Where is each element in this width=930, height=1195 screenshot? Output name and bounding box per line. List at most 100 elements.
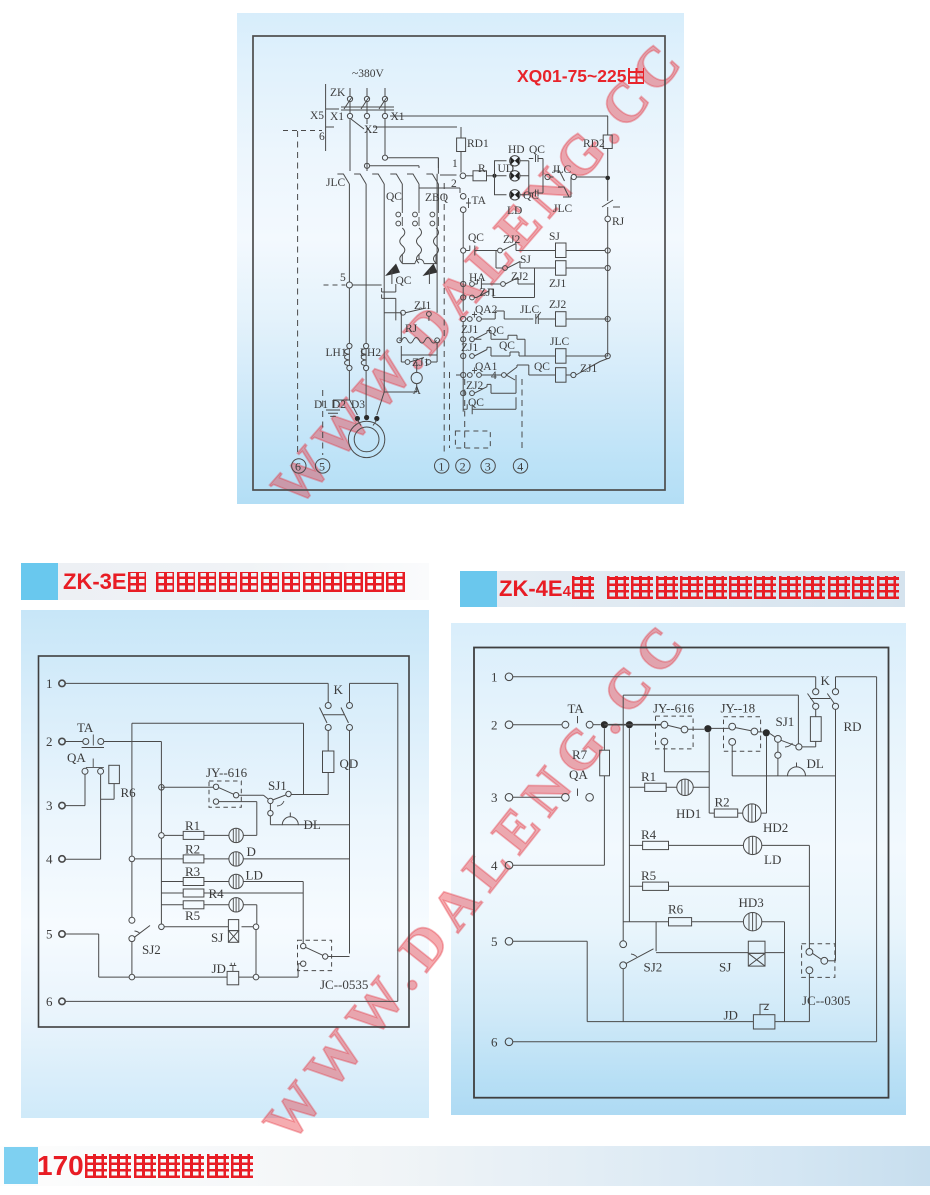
svg-text:TA: TA xyxy=(472,195,487,207)
svg-text:4: 4 xyxy=(491,858,498,873)
svg-text:DL: DL xyxy=(807,756,824,771)
svg-text:ZJ2: ZJ2 xyxy=(511,271,529,283)
svg-text:HD2: HD2 xyxy=(763,820,788,835)
svg-text:4: 4 xyxy=(491,370,497,382)
svg-text:ZBQ: ZBQ xyxy=(425,192,449,204)
svg-text:5: 5 xyxy=(319,460,325,474)
svg-text:RJ: RJ xyxy=(612,216,625,228)
svg-text:QD: QD xyxy=(340,756,359,771)
svg-text:6: 6 xyxy=(46,994,53,1009)
svg-text:X1: X1 xyxy=(391,111,405,123)
svg-text:SJ2: SJ2 xyxy=(142,942,161,957)
svg-text:1: 1 xyxy=(452,158,458,170)
svg-text:D1: D1 xyxy=(314,399,328,411)
svg-text:3: 3 xyxy=(491,790,498,805)
svg-text:5: 5 xyxy=(46,927,53,942)
svg-text:A: A xyxy=(413,385,422,397)
svg-text:HD: HD xyxy=(508,144,525,156)
svg-text:QC: QC xyxy=(534,361,550,373)
svg-text:SJ2: SJ2 xyxy=(644,960,663,975)
svg-text:R4: R4 xyxy=(641,827,657,842)
svg-text:X5: X5 xyxy=(310,110,324,122)
svg-text:RD: RD xyxy=(844,719,862,734)
svg-text:LH2: LH2 xyxy=(360,347,381,359)
svg-text:QC: QC xyxy=(468,232,484,244)
svg-text:HA: HA xyxy=(469,272,486,284)
svg-text:R: R xyxy=(478,163,486,175)
svg-text:ZJ1: ZJ1 xyxy=(461,342,479,354)
svg-text:SJ1: SJ1 xyxy=(776,714,795,729)
svg-text:4: 4 xyxy=(517,460,523,474)
svg-text:LH1: LH1 xyxy=(326,347,347,359)
svg-text:6: 6 xyxy=(491,1035,498,1050)
svg-text:QC: QC xyxy=(523,190,539,202)
svg-text:JC--0305: JC--0305 xyxy=(802,993,850,1008)
svg-text:5: 5 xyxy=(340,272,346,284)
svg-text:R6: R6 xyxy=(668,902,684,917)
svg-text:2: 2 xyxy=(460,460,466,474)
svg-text:ZJ1: ZJ1 xyxy=(580,363,598,375)
svg-text:LD: LD xyxy=(246,868,263,883)
svg-text:R6: R6 xyxy=(121,785,137,800)
svg-text:QC: QC xyxy=(529,144,545,156)
svg-text:3: 3 xyxy=(46,798,53,813)
svg-text:1: 1 xyxy=(438,460,444,474)
svg-text:2: 2 xyxy=(451,178,457,190)
svg-text:D: D xyxy=(247,844,256,859)
svg-text:QA1: QA1 xyxy=(475,361,498,373)
svg-text:JY--616: JY--616 xyxy=(653,701,695,716)
svg-text:QA2: QA2 xyxy=(475,304,498,316)
svg-text:JY--18: JY--18 xyxy=(721,701,756,716)
svg-text:R2: R2 xyxy=(715,795,730,810)
svg-text:5: 5 xyxy=(491,934,498,949)
svg-text:ZJ2: ZJ2 xyxy=(549,299,567,311)
svg-text:JLC: JLC xyxy=(550,336,570,348)
svg-text:ZJ1: ZJ1 xyxy=(412,357,430,369)
svg-text:SJ: SJ xyxy=(520,254,531,266)
svg-text:SJ: SJ xyxy=(719,960,731,975)
svg-text:QC: QC xyxy=(386,191,402,203)
svg-text:ZJ1: ZJ1 xyxy=(549,278,567,290)
svg-text:R5: R5 xyxy=(185,908,200,923)
svg-text:QC: QC xyxy=(468,397,484,409)
svg-text:R5: R5 xyxy=(641,868,656,883)
svg-text:TA: TA xyxy=(568,701,585,716)
svg-text:ZJ2: ZJ2 xyxy=(466,380,484,392)
svg-text:R3: R3 xyxy=(185,864,200,879)
svg-text:ZJ2: ZJ2 xyxy=(503,234,521,246)
svg-text:HD1: HD1 xyxy=(676,806,701,821)
svg-text:QC: QC xyxy=(488,325,504,337)
svg-text:JLC: JLC xyxy=(326,177,346,189)
svg-text:JD: JD xyxy=(212,961,226,976)
svg-text:QC: QC xyxy=(396,275,412,287)
svg-text:LD: LD xyxy=(507,205,522,217)
svg-text:X1: X1 xyxy=(330,111,344,123)
svg-text:RD2: RD2 xyxy=(583,138,605,150)
svg-text:HD3: HD3 xyxy=(739,895,764,910)
svg-text:ZK: ZK xyxy=(330,87,346,99)
svg-text:K: K xyxy=(334,682,344,697)
svg-text:JLC: JLC xyxy=(553,203,573,215)
svg-text:JLC: JLC xyxy=(520,304,540,316)
svg-text:QA: QA xyxy=(67,750,86,765)
svg-text:UD: UD xyxy=(498,163,515,175)
svg-text:D2: D2 xyxy=(332,399,346,411)
svg-text:QA: QA xyxy=(569,767,588,782)
svg-text:SJ: SJ xyxy=(211,930,223,945)
svg-text:4: 4 xyxy=(46,852,53,867)
svg-text:JY--616: JY--616 xyxy=(206,765,248,780)
svg-text:LD: LD xyxy=(764,852,781,867)
svg-text:R1: R1 xyxy=(185,818,200,833)
svg-text:R1: R1 xyxy=(641,769,656,784)
svg-text:ZJ1: ZJ1 xyxy=(461,324,479,336)
svg-text:TA: TA xyxy=(77,720,94,735)
svg-text:SJ1: SJ1 xyxy=(268,778,287,793)
svg-text:QC: QC xyxy=(499,340,515,352)
svg-text:1: 1 xyxy=(491,670,498,685)
svg-text:2: 2 xyxy=(46,734,53,749)
svg-text:RD1: RD1 xyxy=(467,138,489,150)
svg-text:R2: R2 xyxy=(185,842,200,857)
svg-text:1: 1 xyxy=(46,676,53,691)
svg-text:K: K xyxy=(821,673,831,688)
svg-text:2: 2 xyxy=(491,718,498,733)
